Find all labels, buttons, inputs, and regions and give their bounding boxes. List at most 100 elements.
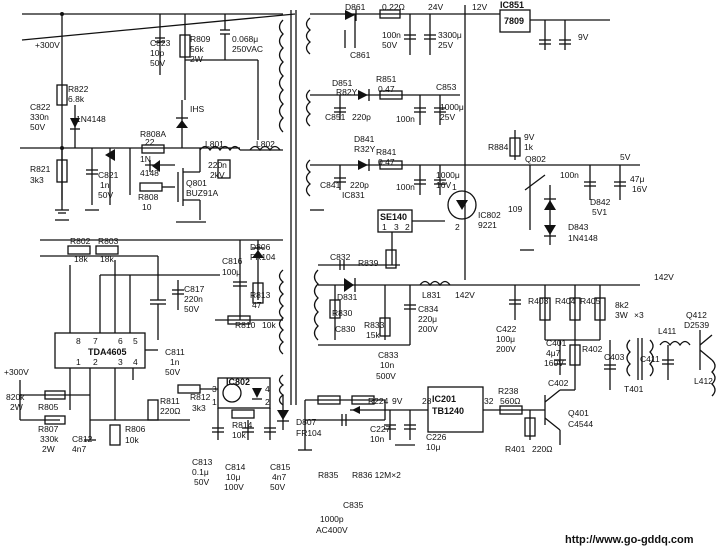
label-r884: R884 <box>488 142 509 152</box>
label-c814-val1: 10μ <box>226 472 240 482</box>
label-c401-val1: 4μ7 <box>546 348 561 358</box>
label-r833: R833 <box>364 320 385 330</box>
label-url: http://www.go-gddq.com <box>565 534 694 546</box>
label-c835: C835 <box>343 500 364 510</box>
label-r811: R811 <box>160 396 180 406</box>
label-c817-val2: 50V <box>184 304 199 314</box>
label-c823-val1: 10p <box>150 48 164 58</box>
label-l801: L801 <box>205 139 224 149</box>
label-r814: R814 <box>232 420 253 430</box>
label-r835: R835 <box>318 470 339 480</box>
label-c226: C226 <box>426 432 447 442</box>
label-c100n-c: 100n <box>396 182 415 192</box>
label-v142-b: 142V <box>654 272 674 282</box>
label-r808: R808 <box>138 192 159 202</box>
label-se-p1: 1 <box>382 222 387 232</box>
label-r814-val: 10k <box>232 430 246 440</box>
label-r401-val: 220Ω <box>532 444 553 454</box>
label-pin8: 8 <box>76 336 81 346</box>
label-r805: R805 <box>38 402 59 412</box>
label-v12: 12V <box>472 2 487 12</box>
label-c851: C851 <box>325 112 346 122</box>
label-c823-val2: 50V <box>150 58 165 68</box>
label-d1n-b: 4148 <box>140 168 159 178</box>
label-c813-val1: 0.1μ <box>192 467 209 477</box>
label-ic802: IC802 <box>478 210 501 220</box>
label-l831: L831 <box>422 290 441 300</box>
label-pin4b: 4 <box>265 384 270 394</box>
label-r802: R802 <box>70 236 91 246</box>
label-r812: R812 <box>190 392 211 402</box>
label-c816-val: 100μ <box>222 267 241 277</box>
label-pin32: 32 <box>484 396 494 406</box>
label-c853: C853 <box>436 82 457 92</box>
label-pin2: 2 <box>93 357 98 367</box>
label-c109: 109 <box>508 204 522 214</box>
label-v142-a: 142V <box>455 290 475 300</box>
label-se-p2: 2 <box>405 222 410 232</box>
label-c812-val: 4n7 <box>72 444 86 454</box>
label-c861: C861 <box>350 50 371 60</box>
label-r833-val: 15k <box>366 330 380 340</box>
label-q412: Q412 <box>686 310 707 320</box>
label-r404: R404 <box>555 296 576 306</box>
label-r841: R841 <box>376 147 397 157</box>
label-r830: R830 <box>332 308 353 318</box>
label-tda4605: TDA4605 <box>88 347 127 357</box>
label-c811: C811 <box>165 347 185 357</box>
label-c815-val1: 4n7 <box>272 472 286 482</box>
out-mid <box>310 89 460 125</box>
label-c832: C832 <box>330 252 351 262</box>
label-r884-val: 1k <box>524 142 534 152</box>
lower-opto <box>212 377 289 440</box>
label-c220n: 220n <box>208 160 227 170</box>
ic851-regulator <box>499 9 531 33</box>
label-r224: R224 <box>368 396 389 406</box>
label-c3300-v: 25V <box>438 40 453 50</box>
label-c821-val2: 50V <box>98 190 113 200</box>
label-c815: C815 <box>270 462 291 472</box>
label-pin5: 5 <box>133 336 138 346</box>
label-c220p-a: 220p <box>352 112 371 122</box>
label-v9b: 9V <box>524 132 535 142</box>
label-r403: R403 <box>528 296 549 306</box>
label-r806-val: 10k <box>125 435 139 445</box>
label-c816: C816 <box>222 256 243 266</box>
label-r803: R803 <box>98 236 119 246</box>
label-ic831: IC831 <box>342 190 365 200</box>
label-r402: R402 <box>582 344 603 354</box>
label-c068-v: 250VAC <box>232 44 263 54</box>
out-low <box>310 130 640 245</box>
label-r809-val2: 2W <box>190 54 203 64</box>
label-r810: R810 <box>235 320 256 330</box>
label-c411: C411 <box>640 354 660 364</box>
label-r807-val1: 330k <box>40 434 59 444</box>
label-c3300: 3300μ <box>438 30 462 40</box>
label-q401-part: C4544 <box>568 419 593 429</box>
label-c227: C227 <box>370 424 391 434</box>
label-r806: R806 <box>125 424 146 434</box>
label-se140: SE140 <box>380 212 407 222</box>
label-v9: 9V <box>578 32 589 42</box>
label-c47u: 47μ <box>630 174 644 184</box>
label-q801-part: BUZ91A <box>186 188 218 198</box>
label-r238-val: 560Ω <box>500 396 521 406</box>
label-d843-part: 1N4148 <box>568 233 598 243</box>
label-l802: L802 <box>256 139 275 149</box>
label-r808a: R808A <box>140 129 166 139</box>
label-c401-val2: 160V <box>544 358 564 368</box>
label-r803-val: 18k <box>100 254 114 264</box>
label-opto-p2: 2 <box>455 222 460 232</box>
label-c834-val1: 220μ <box>418 314 437 324</box>
label-v5: 5V <box>620 152 631 162</box>
label-pin2b: 2 <box>265 397 270 407</box>
label-r812-val: 3k3 <box>192 403 206 413</box>
label-q401: Q401 <box>568 408 589 418</box>
label-d806-part: FR104 <box>250 252 276 262</box>
label-rx3: ×3 <box>634 310 644 320</box>
transformer-core <box>290 10 297 405</box>
label-r808-val: 10 <box>142 202 152 212</box>
label-d861: D861 <box>345 2 366 12</box>
label-q412-part: D2539 <box>684 320 709 330</box>
